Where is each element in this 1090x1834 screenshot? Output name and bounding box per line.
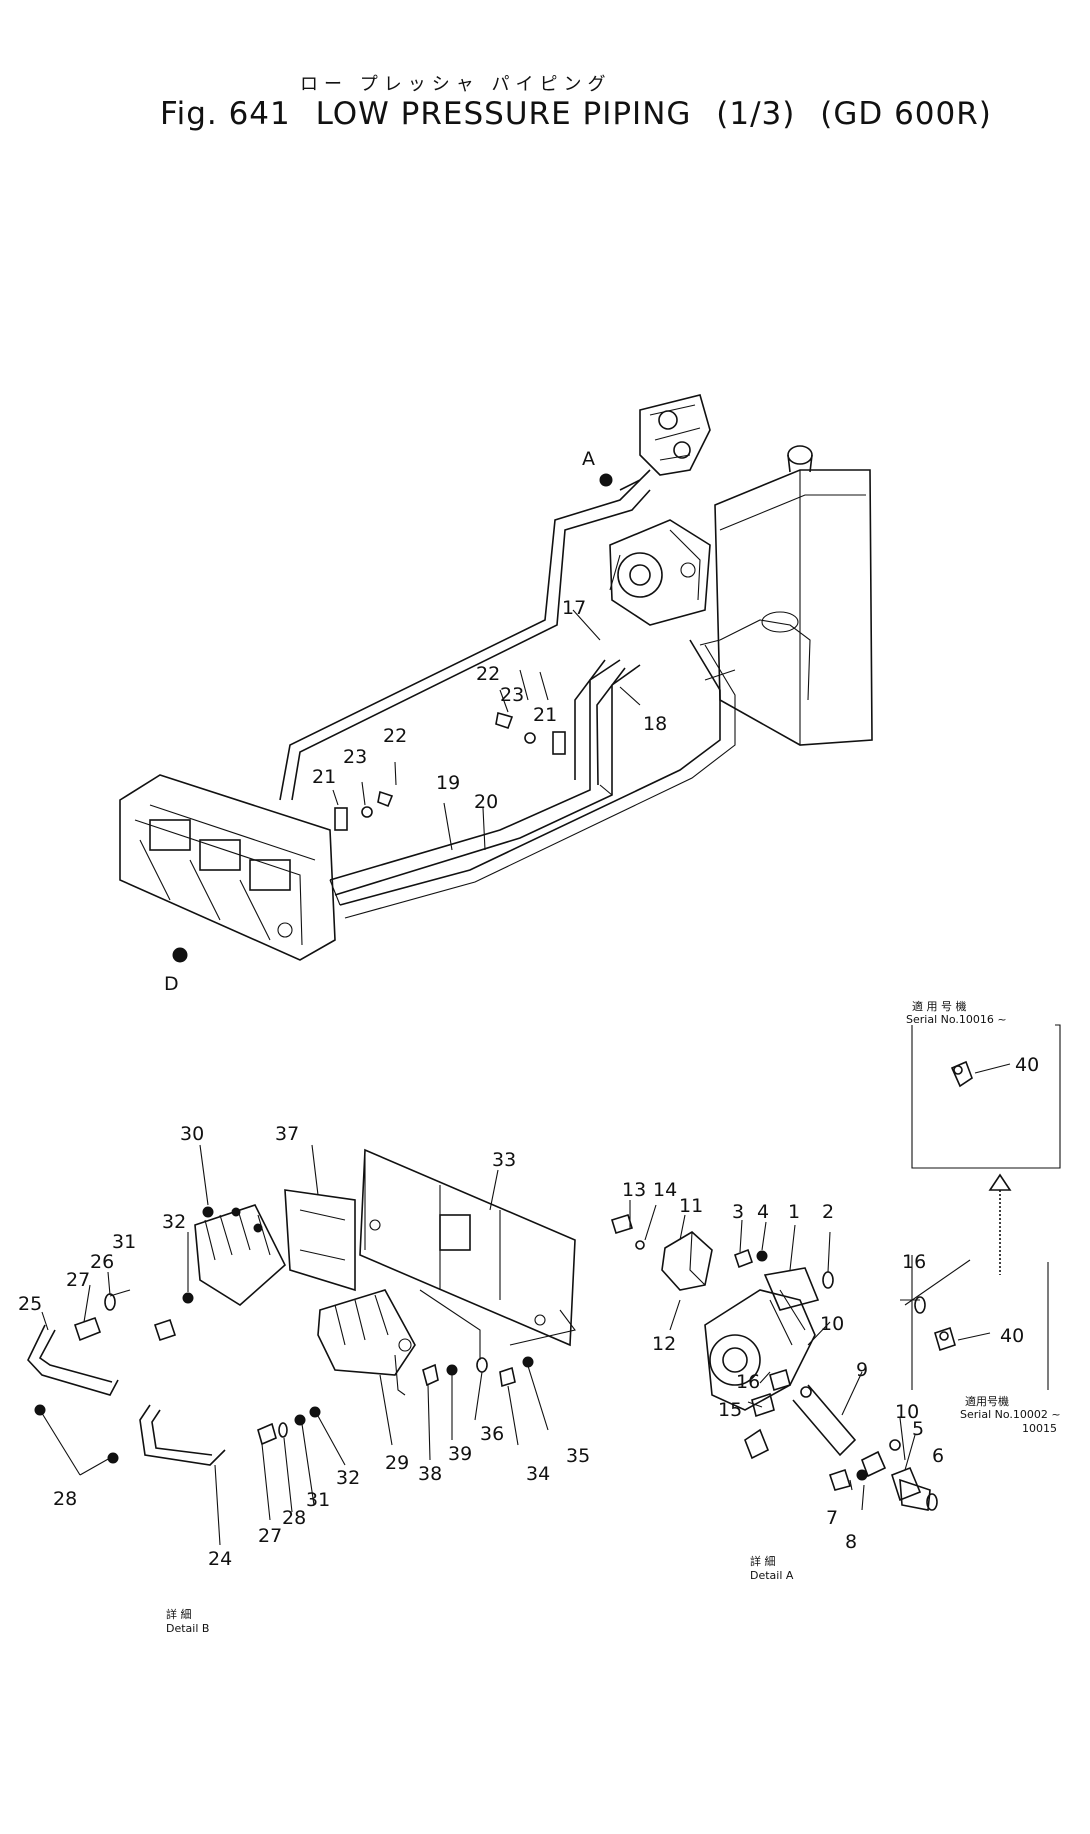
callout: 11 <box>679 1195 703 1217</box>
detail-a-callouts: 13 14 11 3 4 1 2 12 16 15 10 9 16 10 5 6… <box>622 1054 1039 1553</box>
callout: 27 <box>66 1269 90 1291</box>
figure-number: Fig. 641 <box>160 96 291 132</box>
callout: 31 <box>112 1231 136 1253</box>
callout: 32 <box>162 1211 186 1233</box>
serial-lower: Serial No.10002 ~ <box>960 1408 1061 1421</box>
callout: 33 <box>492 1149 516 1171</box>
bolt-13 <box>611 1213 633 1235</box>
callout: 17 <box>562 597 586 619</box>
detail-b-leaders <box>39 1144 549 1546</box>
serial-box-upper <box>911 1024 1061 1169</box>
callout: 23 <box>500 684 524 706</box>
callout: 24 <box>208 1548 232 1570</box>
valve-30 <box>194 1204 286 1306</box>
callout: 28 <box>53 1488 77 1510</box>
detail-b-view: 30 37 33 32 31 26 27 25 28 24 27 28 31 3… <box>18 1123 590 1635</box>
callout: 4 <box>757 1201 769 1223</box>
detail-a-label: Detail A <box>750 1569 794 1582</box>
detail-a-label-jp: 詳 細 <box>750 1554 776 1568</box>
callout: 8 <box>845 1531 857 1553</box>
callout: 6 <box>932 1445 944 1467</box>
callout: 16 <box>902 1251 926 1273</box>
serial-lower-2: 10015 <box>1022 1422 1057 1435</box>
upper-valve-unit <box>619 394 711 491</box>
title-katakana: ロー プレッシャ パイピング <box>300 74 612 95</box>
callout: 5 <box>912 1418 924 1440</box>
callout: 9 <box>856 1359 868 1381</box>
main-callouts: 17 18 22 23 21 22 23 21 19 20 <box>312 597 667 813</box>
clamp-hardware <box>334 711 566 831</box>
elbow-11 <box>661 1231 713 1291</box>
callout: 3 <box>732 1201 744 1223</box>
callout: 10 <box>820 1313 844 1335</box>
callout: 7 <box>826 1507 838 1529</box>
callout: 20 <box>474 791 498 813</box>
callout: 13 <box>622 1179 646 1201</box>
callout: 12 <box>652 1333 676 1355</box>
hose-9 <box>792 1384 857 1457</box>
figure-name: LOW PRESSURE PIPING <box>315 96 692 132</box>
valve-29 <box>317 1289 416 1396</box>
pump-unit <box>609 519 711 626</box>
callout: 30 <box>180 1123 204 1145</box>
figure-part: (1/3) <box>716 96 796 132</box>
callout: 18 <box>643 713 667 735</box>
callout: 25 <box>18 1293 42 1315</box>
figure-model: (GD 600R) <box>820 96 992 132</box>
flange-parts <box>744 1296 938 1511</box>
detail-a-view: 13 14 11 3 4 1 2 12 16 15 10 9 16 10 5 6… <box>611 999 1061 1582</box>
callout: 26 <box>90 1251 114 1273</box>
callout: 28 <box>282 1507 306 1529</box>
callout: 29 <box>385 1452 409 1474</box>
view-d-marker <box>172 947 188 963</box>
pipe-24 <box>139 1404 226 1466</box>
callout: 15 <box>718 1399 742 1421</box>
detail-b-label-jp: 詳 細 <box>166 1607 192 1621</box>
main-leader-lines <box>332 609 641 851</box>
callout: 39 <box>448 1443 472 1465</box>
callout: 40 <box>1000 1325 1024 1347</box>
callout: 37 <box>275 1123 299 1145</box>
callout: 10 <box>895 1401 919 1423</box>
panel-33 <box>359 1148 576 1347</box>
callout: 22 <box>476 663 500 685</box>
view-a-label: A <box>582 448 595 470</box>
serial-upper: Serial No.10016 ~ <box>906 1013 1007 1026</box>
callout: 32 <box>336 1467 360 1489</box>
figure-title: Fig. 641 LOW PRESSURE PIPING (1/3) (GD 6… <box>160 96 1020 132</box>
callout: 34 <box>526 1463 550 1485</box>
plate-37 <box>284 1189 356 1292</box>
callout: 21 <box>533 704 557 726</box>
callout: 40 <box>1015 1054 1039 1076</box>
serial-upper-jp: 適 用 号 機 <box>912 999 967 1013</box>
callout: 21 <box>312 766 336 788</box>
callout: 23 <box>343 746 367 768</box>
callout: 14 <box>653 1179 677 1201</box>
callout: 1 <box>788 1201 800 1223</box>
control-valve-block <box>119 774 336 961</box>
callout: 38 <box>418 1463 442 1485</box>
callout: 31 <box>306 1489 330 1511</box>
view-a-marker <box>599 473 613 487</box>
hydraulic-tank <box>699 445 873 746</box>
pipe-25 <box>27 1324 119 1396</box>
callout: 22 <box>383 725 407 747</box>
view-d-label: D <box>164 973 179 995</box>
callout: 27 <box>258 1525 282 1547</box>
callout: 19 <box>436 772 460 794</box>
callout: 36 <box>480 1423 504 1445</box>
main-assembly-view: A <box>119 394 873 995</box>
pump-body-detail-a <box>704 1267 820 1411</box>
fittings-detail-b <box>34 1292 534 1464</box>
detail-b-callouts: 30 37 33 32 31 26 27 25 28 24 27 28 31 3… <box>18 1123 590 1570</box>
callout: 35 <box>566 1445 590 1467</box>
detail-a-leaders <box>629 1200 920 1511</box>
callout: 2 <box>822 1201 834 1223</box>
serial-box-lower <box>911 1255 1049 1390</box>
serial-lower-jp: 適用号機 <box>965 1394 1009 1408</box>
detail-b-label: Detail B <box>166 1622 209 1635</box>
callout: 16 <box>736 1371 760 1393</box>
